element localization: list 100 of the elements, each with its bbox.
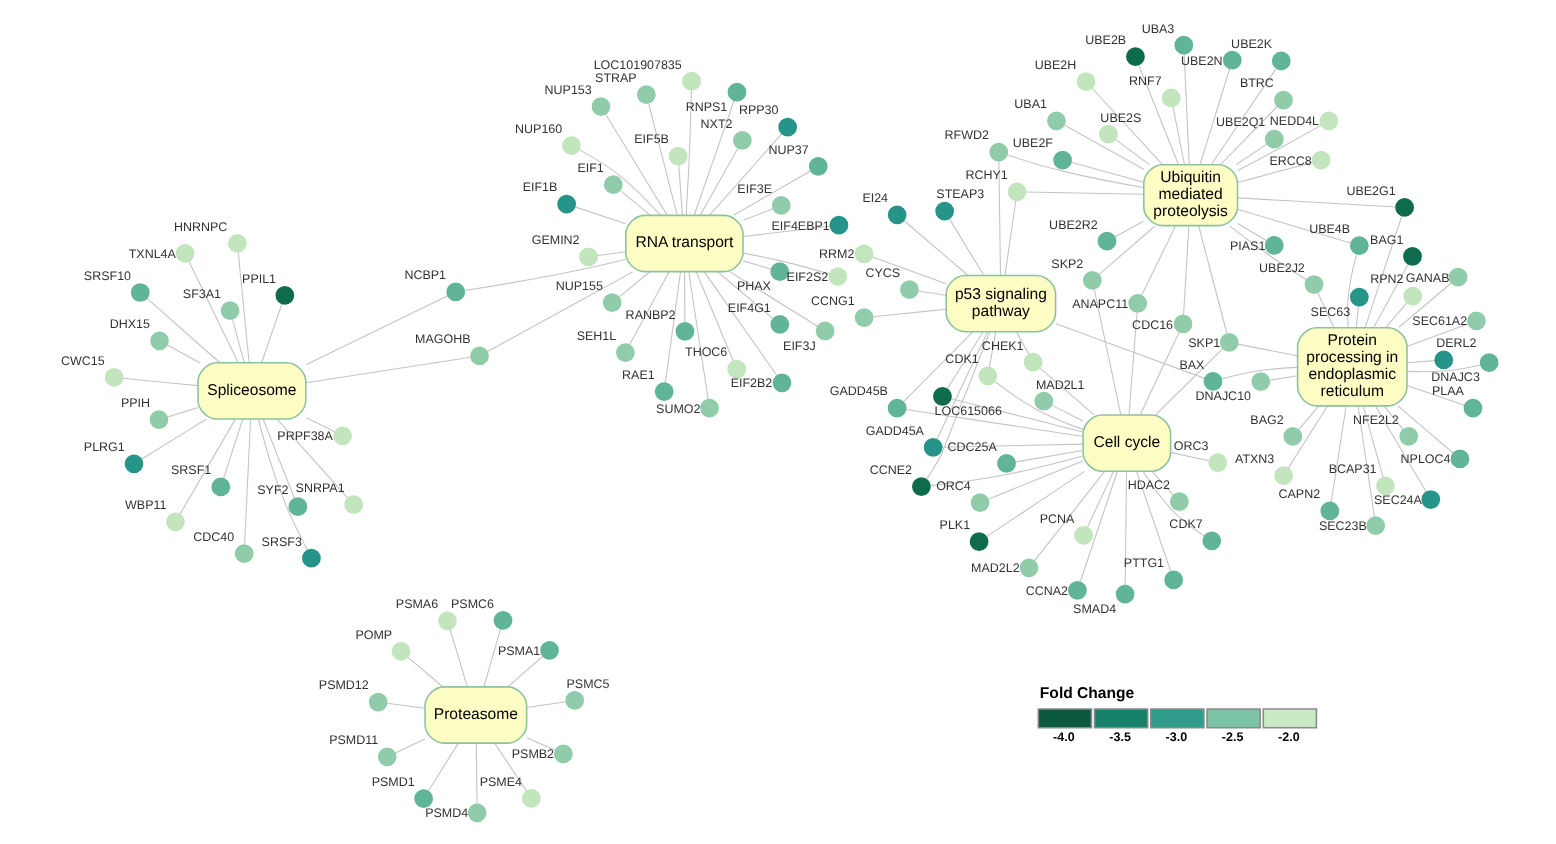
connector xyxy=(1113,220,1143,238)
connector xyxy=(741,225,830,238)
node-circle xyxy=(988,142,1008,162)
connector xyxy=(485,271,633,353)
node-circle xyxy=(674,321,694,341)
node-circle xyxy=(1202,372,1222,391)
connector xyxy=(1236,124,1321,172)
connector xyxy=(677,164,682,216)
node-circle xyxy=(886,398,906,418)
node-circle xyxy=(165,512,184,532)
node-circle xyxy=(1006,182,1026,202)
node-circle xyxy=(770,196,790,215)
connector xyxy=(742,208,773,221)
connector xyxy=(1405,323,1468,348)
node-circle xyxy=(1160,88,1180,108)
node-circle xyxy=(539,640,558,660)
node-circle xyxy=(1270,51,1290,71)
node-circle xyxy=(274,285,294,305)
connector xyxy=(1297,405,1319,431)
connector xyxy=(595,251,625,257)
connector xyxy=(304,356,471,384)
connector xyxy=(493,742,527,792)
node-circle xyxy=(1433,350,1453,370)
connector xyxy=(902,219,968,276)
node-circle xyxy=(1033,391,1053,411)
node-circle xyxy=(1466,311,1485,331)
node-circle xyxy=(853,244,873,264)
node-circle xyxy=(1018,558,1038,578)
connector xyxy=(993,381,1083,430)
connector xyxy=(1384,302,1407,329)
connector xyxy=(741,252,830,275)
node-circle xyxy=(1398,427,1418,446)
node-circle xyxy=(726,82,746,102)
connector xyxy=(1397,282,1452,328)
connector xyxy=(393,738,425,754)
connector xyxy=(1141,471,1204,537)
node-circle xyxy=(1172,314,1192,334)
connector xyxy=(236,251,249,364)
connector xyxy=(427,742,458,792)
node-circle xyxy=(969,493,989,512)
node-circle xyxy=(771,373,791,393)
node-circle xyxy=(437,611,456,631)
connector xyxy=(1405,384,1465,406)
connector xyxy=(1372,263,1408,329)
connector xyxy=(901,331,973,403)
connector xyxy=(1198,67,1230,166)
node-circle xyxy=(1125,47,1144,67)
node-circle xyxy=(667,146,687,166)
node-circle xyxy=(520,788,540,808)
connector xyxy=(1171,106,1184,165)
connector xyxy=(1267,375,1298,381)
connector xyxy=(276,419,348,499)
node-circle xyxy=(227,234,246,253)
node-circle xyxy=(977,366,997,386)
node-circle xyxy=(1282,427,1302,446)
node-circle xyxy=(1402,247,1421,266)
node-circle xyxy=(777,117,797,137)
node-circle xyxy=(996,454,1015,473)
connector xyxy=(997,160,1000,276)
node-circle xyxy=(1127,293,1147,313)
node-circle xyxy=(1114,584,1134,604)
connector xyxy=(694,271,733,362)
node-circle xyxy=(1046,111,1065,131)
node-circle xyxy=(148,410,168,429)
node-box: RNA transport xyxy=(624,214,743,273)
node-circle xyxy=(332,426,351,446)
connector xyxy=(463,258,626,292)
connector xyxy=(604,113,667,216)
connector xyxy=(940,443,1083,448)
node-circle xyxy=(769,315,789,334)
node-circle xyxy=(934,201,954,221)
connector xyxy=(1286,405,1327,469)
connector xyxy=(1137,64,1178,165)
node-circle xyxy=(1402,286,1422,306)
connector xyxy=(1113,138,1150,166)
node-circle xyxy=(129,283,149,302)
node-circle xyxy=(492,611,512,630)
node-circle xyxy=(219,301,239,320)
node-circle xyxy=(556,194,575,214)
node-circle xyxy=(123,454,143,474)
connector xyxy=(1097,225,1155,276)
connector xyxy=(1050,404,1083,422)
connector xyxy=(1069,161,1144,183)
connector xyxy=(1092,288,1121,416)
connector xyxy=(1013,450,1083,463)
connector xyxy=(1346,253,1357,328)
connector xyxy=(731,170,810,216)
node-box: Proteasome xyxy=(423,686,527,744)
connector xyxy=(260,302,282,364)
connector xyxy=(1356,405,1374,518)
node-circle xyxy=(301,548,320,568)
connector xyxy=(1405,360,1435,364)
node-circle xyxy=(1173,35,1193,55)
node-circle xyxy=(1250,372,1270,391)
node-circle xyxy=(731,131,751,150)
connector xyxy=(687,271,708,401)
node-circle xyxy=(343,495,363,515)
node-circle xyxy=(1449,449,1469,469)
connector xyxy=(178,418,235,515)
connector xyxy=(243,418,251,546)
